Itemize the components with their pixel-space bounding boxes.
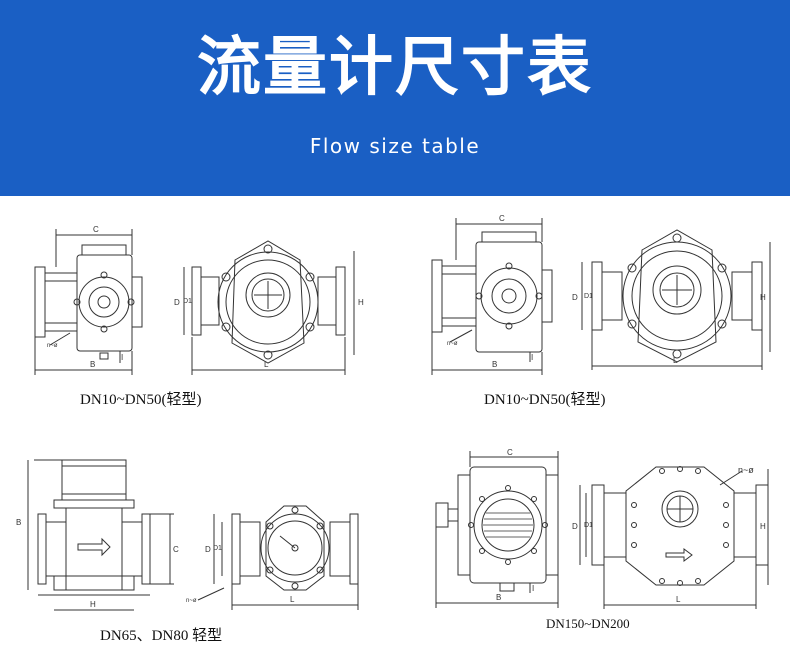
dim-h-label: H xyxy=(760,293,766,302)
dim-h-label: H xyxy=(358,298,364,307)
dim-n-label: n~ø xyxy=(738,465,754,475)
dim-l-label: L xyxy=(290,595,295,604)
dim-n-label: n~ø xyxy=(447,341,458,347)
header-banner: 流量计尺寸表 Flow size table xyxy=(0,0,790,196)
dim-n-label: n~ø xyxy=(47,343,58,349)
dim-d1-label: D1 xyxy=(213,545,222,552)
dim-b-label: B xyxy=(492,360,497,369)
dim-d-label: D xyxy=(572,522,578,531)
dim-b-label: B xyxy=(16,518,21,527)
page-title: 流量计尺寸表 xyxy=(197,31,593,105)
dim-h-label: H xyxy=(90,600,96,609)
diagram-dn150-dn200: C B I D D1 H L n~ø xyxy=(435,448,769,609)
dim-n-label: n~ø xyxy=(186,598,197,604)
dim-l-label: L xyxy=(676,595,681,604)
dim-b-label: B xyxy=(90,360,95,369)
dim-c-label: C xyxy=(507,448,513,457)
dim-d-label: D xyxy=(205,545,211,554)
dim-d1-label: D1 xyxy=(183,298,192,305)
dim-d-label: D xyxy=(572,293,578,302)
diagram-dn10-dn50-right: C B I n~ø D D1 H L xyxy=(431,214,771,375)
dim-i-label: I xyxy=(531,353,533,362)
caption-diagram-2: DN10~DN50(轻型) xyxy=(484,392,606,408)
dim-i-label: I xyxy=(532,584,534,593)
dim-h-label: H xyxy=(760,522,766,531)
dim-c-label: C xyxy=(499,214,505,223)
dim-c-label: C xyxy=(173,545,179,554)
dim-d1-label: D1 xyxy=(584,522,593,529)
dim-l-label: L xyxy=(673,356,678,365)
dim-c-label: C xyxy=(93,225,99,234)
dim-d1-label: D1 xyxy=(584,293,593,300)
caption-diagram-3: DN65、DN80 轻型 xyxy=(100,628,223,644)
caption-diagram-4: DN150~DN200 xyxy=(546,616,630,631)
dim-i-label: I xyxy=(121,353,123,362)
diagram-dn10-dn50-left: C B I n~ø D D1 H L xyxy=(34,225,364,375)
dim-d-label: D xyxy=(174,298,180,307)
diagram-dn65-dn80: B C H D D1 L n~ø xyxy=(16,459,359,611)
dim-l-label: L xyxy=(264,360,269,369)
page-subtitle: Flow size table xyxy=(309,134,481,158)
dim-b-label: B xyxy=(496,593,501,602)
caption-diagram-1: DN10~DN50(轻型) xyxy=(80,392,202,408)
